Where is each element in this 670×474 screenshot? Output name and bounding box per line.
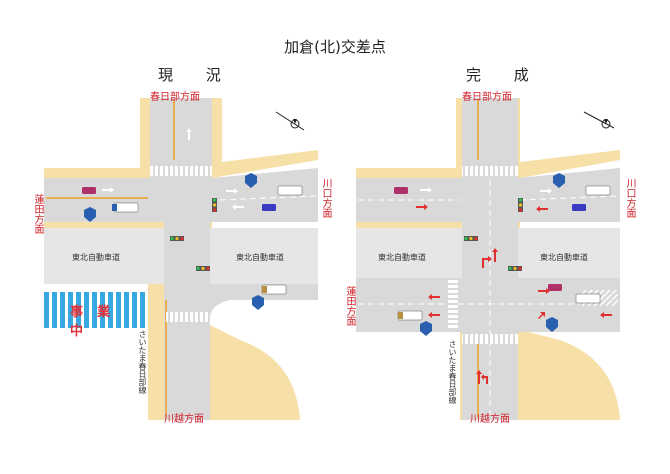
highway-label-left-west: 東北自動車道 (72, 253, 120, 262)
crosswalk-south (462, 334, 518, 344)
north-road (150, 98, 212, 178)
label-south-left: 川越方面 (164, 414, 204, 425)
label-east-left: 川口方面 (320, 178, 331, 218)
traffic-signal-icon (170, 236, 184, 241)
truck-icon (575, 293, 601, 304)
page-title: 加倉(北)交差点 (284, 38, 386, 56)
car-icon (82, 187, 96, 194)
route-shield-icon (420, 321, 432, 336)
left-intersection (44, 98, 318, 420)
lane-arrow-icon (416, 204, 612, 384)
route-shield-icon (252, 295, 264, 310)
crosswalk-north (150, 166, 212, 176)
car-icon (572, 204, 586, 211)
label-north-right: 春日部方面 (462, 92, 512, 103)
truck-icon (113, 202, 139, 213)
panel-title-left: 現 況 (158, 66, 235, 84)
lane-arrow-icon (102, 128, 244, 210)
north-road (462, 98, 518, 178)
east-road (212, 168, 318, 222)
right-intersection (356, 98, 620, 420)
route-shield-icon (84, 207, 96, 222)
west-road (44, 178, 150, 222)
label-west-left: 蓮田方面 (32, 194, 43, 234)
lower-road (356, 278, 620, 332)
highway-label-right-east: 東北自動車道 (540, 253, 588, 262)
compass-north-icon (275, 111, 305, 131)
car-icon (394, 187, 408, 194)
route-shield-icon (546, 317, 558, 332)
route-shield-icon (245, 173, 257, 188)
side-road-label-right: さいたま春日部線 (448, 340, 457, 404)
construction-zone: 事業中 (44, 292, 148, 339)
traffic-signal-icon (212, 198, 217, 212)
label-west-right: 蓮田方面 (344, 286, 355, 326)
construction-label: 事業中 (70, 305, 125, 339)
crosswalk-north (462, 166, 518, 176)
panel-title-right: 完 成 (466, 66, 543, 84)
highway-label-right-west: 東北自動車道 (378, 253, 426, 262)
intersection-core (150, 178, 212, 222)
side-road-label-left: さいたま春日部線 (138, 330, 147, 394)
traffic-signal-icon (518, 198, 523, 212)
truck-icon (585, 185, 611, 196)
traffic-signal-icon (464, 236, 478, 241)
truck-icon (277, 185, 303, 196)
car-icon (548, 284, 562, 291)
traffic-signal-icon (508, 266, 522, 271)
compass-north-icon (583, 111, 615, 129)
crosswalk-south (166, 312, 208, 322)
traffic-signal-icon (196, 266, 210, 271)
route-shield-icon (553, 173, 565, 188)
lane-arrow-icon (420, 187, 552, 194)
highway-label-left-east: 東北自動車道 (236, 253, 284, 262)
label-east-right: 川口方面 (624, 178, 635, 218)
car-icon (262, 204, 276, 211)
crosswalk-west (448, 280, 458, 330)
label-south-right: 川越方面 (470, 414, 510, 425)
label-north-left: 春日部方面 (150, 92, 200, 103)
